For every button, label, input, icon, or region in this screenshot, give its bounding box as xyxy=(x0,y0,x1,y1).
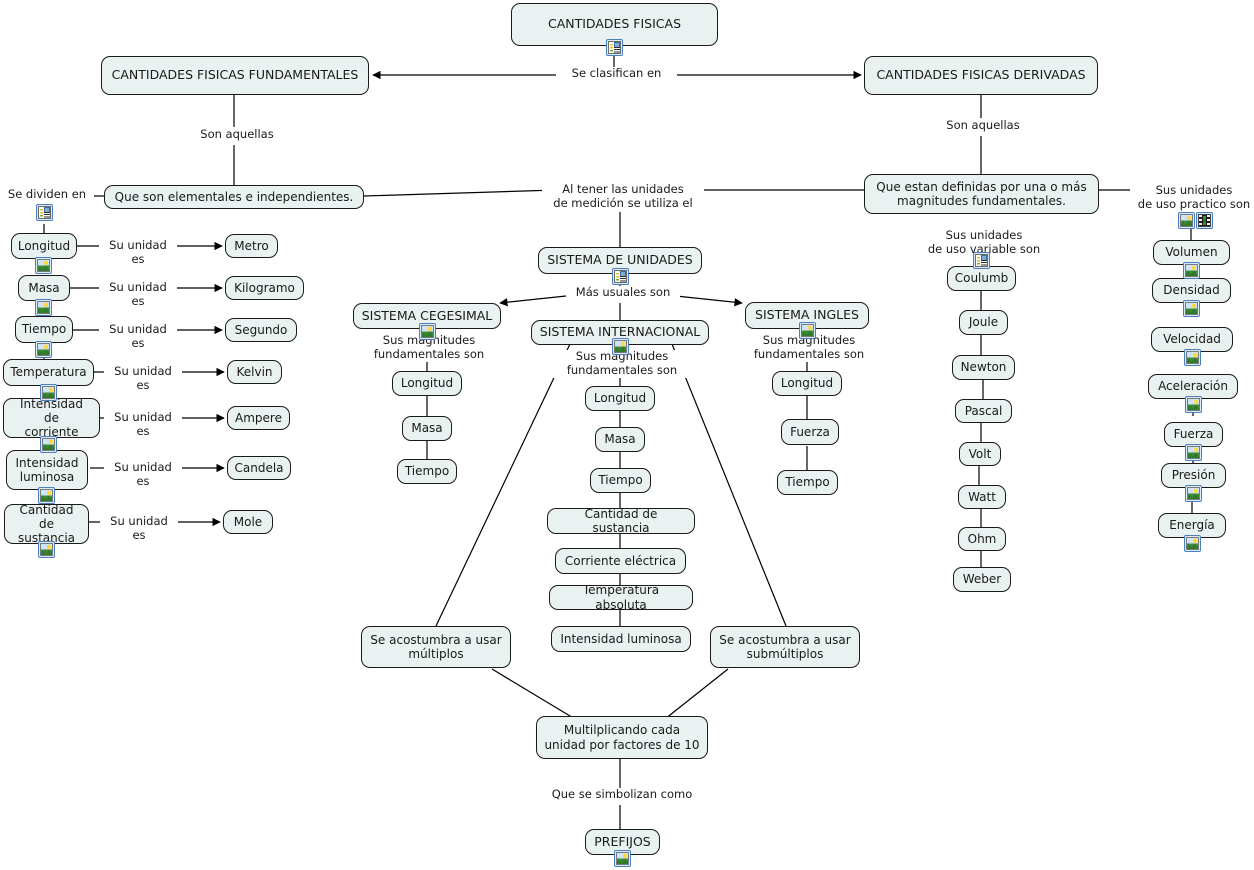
node-que-estan-definidas[interactable]: Que estan definidas por una o más magnit… xyxy=(864,174,1099,214)
node-se-acostumbra-multiplos[interactable]: Se acostumbra a usar múltiplos xyxy=(361,626,511,668)
picture-icon-cantidad-sustancia[interactable] xyxy=(38,541,55,558)
document-note-icon-unidades-variable[interactable] xyxy=(973,252,990,269)
node-si-tiempo[interactable]: Tiempo xyxy=(590,468,651,493)
node-que-son-elementales[interactable]: Que son elementales e independientes. xyxy=(104,185,364,209)
picture-icon-masa[interactable] xyxy=(35,299,52,316)
node-ingles-tiempo[interactable]: Tiempo xyxy=(777,470,838,495)
label-su-unidad-es-5: Su unidad es xyxy=(104,460,182,489)
node-unidad-candela[interactable]: Candela xyxy=(227,456,291,480)
label-su-unidad-es-2: Su unidad es xyxy=(99,322,177,351)
node-si-corriente-electrica[interactable]: Corriente eléctrica xyxy=(555,548,686,574)
label-se-clasifican-en: Se clasifican en xyxy=(556,66,677,81)
picture-icon-energia[interactable] xyxy=(1184,535,1201,552)
node-si-longitud[interactable]: Longitud xyxy=(585,386,655,411)
node-multiplicando-factores[interactable]: Multilplicando cada unidad por factores … xyxy=(536,716,708,759)
node-se-acostumbra-submultiplos[interactable]: Se acostumbra a usar submúltiplos xyxy=(710,626,860,668)
node-cantidades-derivadas[interactable]: CANTIDADES FISICAS DERIVADAS xyxy=(864,56,1098,95)
node-magnitud-cantidad-sustancia[interactable]: Cantidad de sustancia xyxy=(4,503,89,545)
node-ingles-longitud[interactable]: Longitud xyxy=(772,371,842,396)
document-note-icon-se-dividen[interactable] xyxy=(36,204,53,221)
node-uv-newton[interactable]: Newton xyxy=(952,355,1015,380)
node-uv-ohm[interactable]: Ohm xyxy=(958,527,1006,551)
node-prefijos[interactable]: PREFIJOS xyxy=(585,829,660,855)
node-si-cantidad-sustancia[interactable]: Cantidad de sustancia xyxy=(547,507,695,535)
picture-icon-fuerza[interactable] xyxy=(1185,444,1202,461)
picture-icon-presion[interactable] xyxy=(1185,485,1202,502)
node-up-presion[interactable]: Presión xyxy=(1161,463,1226,488)
node-cantidades-fundamentales[interactable]: CANTIDADES FISICAS FUNDAMENTALES xyxy=(101,56,369,95)
node-cegesimal-longitud[interactable]: Longitud xyxy=(392,371,462,396)
node-magnitud-masa[interactable]: Masa xyxy=(18,275,70,301)
film-strip-icon-unidades-practico[interactable] xyxy=(1196,212,1213,229)
node-si-intensidad-luminosa[interactable]: Intensidad luminosa xyxy=(551,626,691,652)
node-up-volumen[interactable]: Volumen xyxy=(1153,240,1230,265)
label-que-se-simbolizan-como: Que se simbolizan como xyxy=(545,787,699,802)
label-su-unidad-es-6: Su unidad es xyxy=(100,514,178,543)
label-su-unidad-es-4: Su unidad es xyxy=(104,410,182,439)
node-up-aceleracion[interactable]: Aceleración xyxy=(1148,374,1238,399)
node-unidad-kelvin[interactable]: Kelvin xyxy=(227,360,282,384)
label-al-tener-unidades: Al tener las unidades de medición se uti… xyxy=(542,182,704,211)
node-unidad-ampere[interactable]: Ampere xyxy=(227,406,290,430)
picture-icon-longitud[interactable] xyxy=(35,257,52,274)
node-up-fuerza[interactable]: Fuerza xyxy=(1164,422,1223,447)
node-uv-joule[interactable]: Joule xyxy=(959,310,1008,335)
label-son-aquellas-left: Son aquellas xyxy=(190,127,284,142)
picture-icon-densidad[interactable] xyxy=(1183,300,1200,317)
node-up-energia[interactable]: Energía xyxy=(1158,513,1226,538)
label-son-aquellas-right: Son aquellas xyxy=(936,118,1030,133)
label-mas-usuales-son: Más usuales son xyxy=(566,285,680,300)
label-se-dividen-en: Se dividen en xyxy=(0,187,94,202)
picture-icon-intensidad-corriente[interactable] xyxy=(40,436,57,453)
label-su-unidad-es-3: Su unidad es xyxy=(104,364,182,393)
node-magnitud-longitud[interactable]: Longitud xyxy=(11,233,77,259)
picture-icon-tiempo[interactable] xyxy=(35,341,52,358)
node-magnitud-intensidad-luminosa[interactable]: Intensidad luminosa xyxy=(6,450,88,490)
node-uv-watt[interactable]: Watt xyxy=(958,485,1006,509)
node-uv-coulumb[interactable]: Coulumb xyxy=(947,266,1016,291)
picture-icon-temperatura[interactable] xyxy=(40,384,57,401)
node-root[interactable]: CANTIDADES FISICAS xyxy=(511,3,718,46)
document-note-icon-sistema-unidades[interactable] xyxy=(612,268,629,285)
node-unidad-segundo[interactable]: Segundo xyxy=(225,318,297,342)
node-unidad-metro[interactable]: Metro xyxy=(225,234,278,258)
node-cegesimal-masa[interactable]: Masa xyxy=(402,416,452,441)
picture-icon-velocidad[interactable] xyxy=(1184,349,1201,366)
node-ingles-fuerza[interactable]: Fuerza xyxy=(781,419,839,445)
picture-icon-sistema-cegesimal[interactable] xyxy=(419,323,436,340)
label-sus-unidades-variable: Sus unidades de uso variable son xyxy=(912,228,1056,257)
node-magnitud-tiempo[interactable]: Tiempo xyxy=(15,316,73,343)
node-cegesimal-tiempo[interactable]: Tiempo xyxy=(397,459,457,484)
node-unidad-kilogramo[interactable]: Kilogramo xyxy=(225,276,304,300)
node-si-temperatura-absoluta[interactable]: Temperatura absoluta xyxy=(549,583,693,612)
picture-icon-sistema-ingles[interactable] xyxy=(799,322,816,339)
node-uv-volt[interactable]: Volt xyxy=(959,442,1001,466)
document-note-icon[interactable] xyxy=(606,39,623,56)
node-uv-pascal[interactable]: Pascal xyxy=(955,399,1012,423)
node-sistema-ingles[interactable]: SISTEMA INGLES xyxy=(745,302,869,329)
picture-icon-volumen[interactable] xyxy=(1183,262,1200,279)
label-su-unidad-es-1: Su unidad es xyxy=(99,280,177,309)
label-sus-magnitudes-internacional: Sus magnitudes fundamentales son xyxy=(553,349,691,378)
picture-icon-aceleracion[interactable] xyxy=(1185,396,1202,413)
label-sus-unidades-practico: Sus unidades de uso practico son xyxy=(1130,183,1254,212)
node-unidad-mole[interactable]: Mole xyxy=(223,510,273,534)
picture-icon-intensidad-luminosa[interactable] xyxy=(38,487,55,504)
node-magnitud-temperatura[interactable]: Temperatura xyxy=(3,359,94,386)
node-si-masa[interactable]: Masa xyxy=(595,427,645,452)
label-su-unidad-es-0: Su unidad es xyxy=(99,238,177,267)
picture-icon-unidades-practico[interactable] xyxy=(1178,212,1195,229)
picture-icon-prefijos[interactable] xyxy=(614,850,631,867)
picture-icon-sistema-internacional[interactable] xyxy=(612,338,629,355)
node-up-velocidad[interactable]: Velocidad xyxy=(1151,327,1233,352)
node-magnitud-intensidad-corriente[interactable]: Intensidad de corriente xyxy=(3,397,100,439)
node-uv-weber[interactable]: Weber xyxy=(953,567,1011,592)
